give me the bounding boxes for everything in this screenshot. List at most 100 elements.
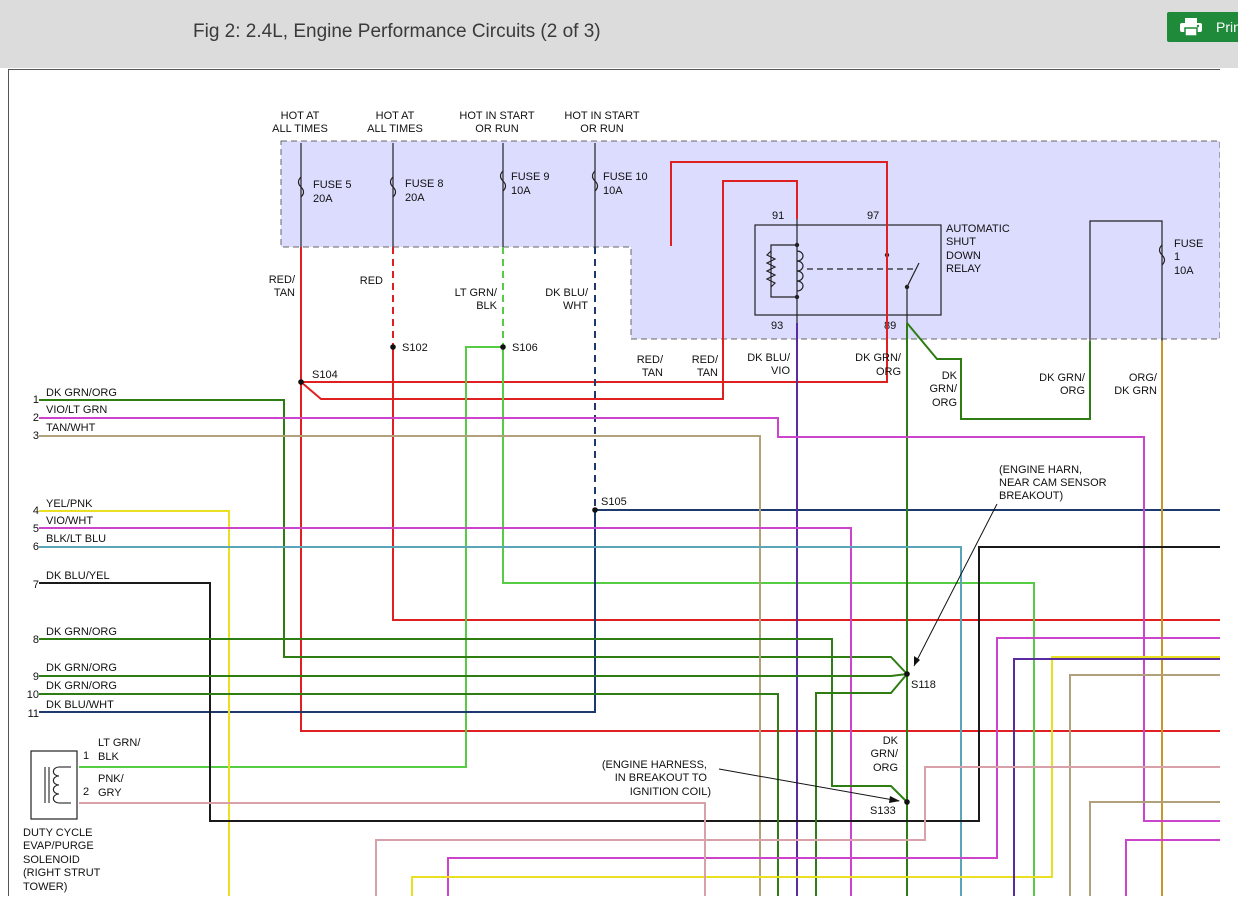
fuse-1-icon [1158, 244, 1166, 266]
splice-s102-dot [390, 344, 396, 350]
svg-text:RED/: RED/ [269, 274, 296, 286]
svg-text:GRN/: GRN/ [930, 383, 958, 395]
wire-label-dk-grn-org: DK GRN/ ORG [855, 352, 902, 378]
wire-label-lt-grn-blk: LT GRN/ BLK [455, 287, 498, 312]
svg-text:DK: DK [942, 370, 958, 382]
svg-text:TOWER): TOWER) [23, 881, 67, 893]
svg-text:ORG: ORG [873, 762, 898, 774]
wiring-diagram: HOT AT ALL TIMES HOT AT ALL TIMES HOT IN… [23, 110, 1220, 896]
wire-dk-grn-org-fuse1 [906, 322, 1091, 420]
svg-text:DK BLU/: DK BLU/ [545, 287, 589, 299]
svg-text:DK BLU/: DK BLU/ [747, 352, 791, 364]
fuse-relay-panel [280, 140, 1220, 340]
svg-text:GRY: GRY [98, 787, 122, 799]
svg-text:10A: 10A [603, 185, 623, 197]
splice-s104-dot [298, 379, 304, 385]
wire-pin-11 [39, 510, 596, 713]
wire-pin-3 [39, 435, 761, 896]
svg-text:4: 4 [33, 505, 39, 517]
fuse-8-label: FUSE 8 20A [405, 178, 444, 204]
print-button[interactable]: Print [1167, 12, 1238, 42]
connector-wire-labels: DK GRN/ORG VIO/LT GRN TAN/WHT YEL/PNK VI… [46, 387, 117, 711]
svg-text:3: 3 [33, 430, 39, 442]
svg-text:DK GRN/ORG: DK GRN/ORG [46, 662, 117, 674]
wire-lt-grn-blk [502, 347, 1035, 896]
wire-pin-7 [39, 546, 1220, 822]
fuse-1-label: FUSE 1 10A [1174, 238, 1203, 277]
page-title: Fig 2: 2.4L, Engine Performance Circuits… [193, 21, 601, 42]
svg-text:ALL TIMES: ALL TIMES [367, 123, 423, 135]
svg-text:ORG: ORG [932, 397, 957, 409]
svg-text:20A: 20A [405, 192, 425, 204]
connector-pin-numbers: 1 2 3 4 5 6 7 8 9 10 11 [27, 394, 39, 720]
wire-label-red-tan-2: RED/ TAN [637, 354, 664, 379]
svg-text:NEAR CAM SENSOR: NEAR CAM SENSOR [999, 477, 1107, 489]
wire-red-tan-to-relay97 [301, 161, 888, 383]
power-source-fuse-5: HOT AT ALL TIMES [272, 110, 328, 135]
wire-label-red-tan-3: RED/ TAN [692, 354, 719, 379]
splice-s118-dot [904, 671, 910, 677]
fuse-5-label: FUSE 5 20A [313, 179, 352, 205]
relay-label: AUTOMATIC SHUT DOWN RELAY [946, 223, 1010, 275]
note-engine-harn: (ENGINE HARN, NEAR CAM SENSOR BREAKOUT) [999, 464, 1107, 502]
wire-label-dk-grn-org-3: DK GRN/ ORG [1039, 372, 1086, 397]
svg-text:DK GRN: DK GRN [1114, 385, 1157, 397]
solenoid-label: DUTY CYCLE EVAP/PURGE SOLENOID (RIGHT ST… [23, 827, 101, 893]
svg-text:ORG: ORG [876, 366, 901, 378]
wire-right-tan-2 [1089, 801, 1220, 896]
fuse-9-icon [499, 170, 507, 192]
svg-text:1: 1 [1174, 251, 1180, 263]
svg-text:LT GRN/: LT GRN/ [98, 737, 141, 749]
printer-icon [1180, 18, 1202, 36]
svg-text:FUSE 8: FUSE 8 [405, 178, 444, 190]
splice-s104-label: S104 [312, 369, 338, 381]
svg-text:SOLENOID: SOLENOID [23, 854, 80, 866]
svg-text:HOT IN START: HOT IN START [564, 110, 639, 122]
evap-purge-solenoid [30, 750, 78, 820]
svg-text:EVAP/PURGE: EVAP/PURGE [23, 840, 94, 852]
wire-label-dk-grn-org-2: DK GRN/ ORG [930, 370, 958, 409]
relay-terminal-93: 93 [771, 320, 783, 332]
wire-right-dark-violet [1013, 658, 1220, 896]
svg-text:10A: 10A [511, 185, 531, 197]
relay-terminal-97: 97 [867, 210, 879, 222]
svg-text:10A: 10A [1174, 265, 1194, 277]
wire-pin-5 [39, 527, 852, 896]
wire-right-violet-2 [1125, 839, 1220, 896]
svg-text:TAN: TAN [697, 367, 718, 379]
splice-s102-label: S102 [402, 342, 428, 354]
svg-text:FUSE 10: FUSE 10 [603, 171, 648, 183]
svg-text:TAN: TAN [642, 367, 663, 379]
svg-text:ORG/: ORG/ [1129, 372, 1158, 384]
svg-text:DK BLU/YEL: DK BLU/YEL [46, 570, 110, 582]
header-bar: Fig 2: 2.4L, Engine Performance Circuits… [0, 0, 1238, 68]
auto-shutdown-relay [754, 224, 942, 316]
svg-text:DK GRN/ORG: DK GRN/ORG [46, 680, 117, 692]
svg-text:RED/: RED/ [692, 354, 719, 366]
svg-text:OR RUN: OR RUN [475, 123, 518, 135]
svg-text:TAN/WHT: TAN/WHT [46, 422, 96, 434]
fuse-9-label: FUSE 9 10A [511, 171, 550, 197]
wire-label-dk-blu-wht: DK BLU/ WHT [545, 287, 589, 312]
svg-text:DK: DK [883, 735, 899, 747]
svg-text:AUTOMATIC: AUTOMATIC [946, 223, 1010, 235]
svg-text:LT GRN/: LT GRN/ [455, 287, 498, 299]
svg-text:2: 2 [83, 786, 89, 798]
svg-text:HOT IN START: HOT IN START [459, 110, 534, 122]
solenoid-pins: 1 2 LT GRN/ BLK PNK/ GRY [83, 737, 141, 799]
splice-s106-label: S106 [512, 342, 538, 354]
wire-right-yellow [411, 656, 1220, 896]
svg-text:SHUT: SHUT [946, 236, 976, 248]
solenoid-coil-icon [44, 766, 71, 804]
fuse-10-icon [591, 170, 599, 192]
svg-text:20A: 20A [313, 193, 333, 205]
wire-right-pink [375, 766, 1220, 896]
svg-text:ALL TIMES: ALL TIMES [272, 123, 328, 135]
power-source-fuse-8: HOT AT ALL TIMES [367, 110, 423, 135]
svg-text:(ENGINE HARNESS,: (ENGINE HARNESS, [602, 759, 707, 771]
svg-text:IGNITION COIL): IGNITION COIL) [630, 786, 711, 798]
wire-pin-4 [39, 510, 230, 896]
relay-terminal-91: 91 [772, 210, 784, 222]
wire-pin-2 [39, 417, 1220, 822]
svg-text:DK BLU/WHT: DK BLU/WHT [46, 699, 114, 711]
